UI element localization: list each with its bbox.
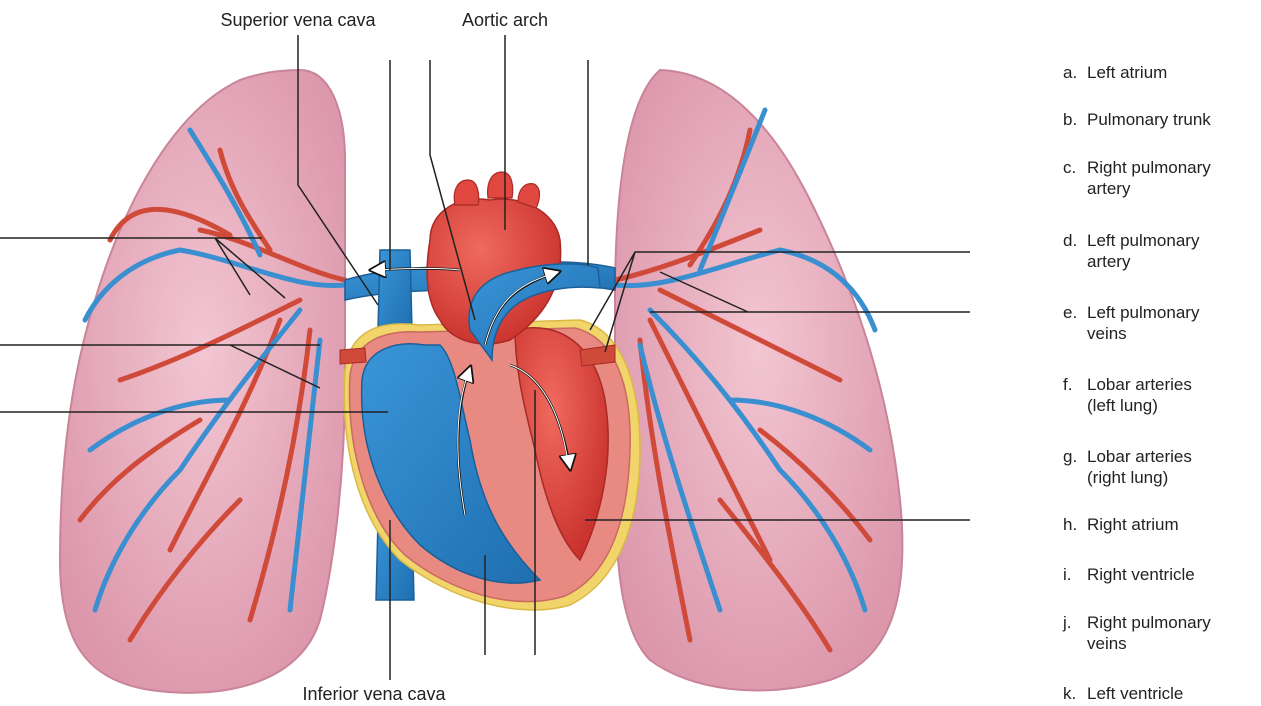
key-item-k: k. Left ventricle <box>1063 683 1259 704</box>
label-superior-vena-cava: Superior vena cava <box>220 10 376 30</box>
key-letter: d. <box>1063 230 1087 272</box>
key-text: Pulmonary trunk <box>1087 109 1259 130</box>
superior-vena-cava <box>378 250 412 330</box>
key-item-h: h. Right atrium <box>1063 514 1259 535</box>
key-letter: e. <box>1063 302 1087 344</box>
key-text: Lobar arteries(right lung) <box>1087 446 1259 488</box>
key-letter: i. <box>1063 564 1087 585</box>
key-text: Lobar arteries(left lung) <box>1087 374 1259 416</box>
key-letter: g. <box>1063 446 1087 488</box>
label-aortic-arch: Aortic arch <box>462 10 548 30</box>
key-letter: h. <box>1063 514 1087 535</box>
key-text: Right ventricle <box>1087 564 1259 585</box>
answer-key: a. Left atrium b. Pulmonary trunk c. Rig… <box>1063 0 1261 706</box>
key-letter: f. <box>1063 374 1087 416</box>
key-text: Right atrium <box>1087 514 1259 535</box>
key-text: Left atrium <box>1087 62 1259 83</box>
key-letter: a. <box>1063 62 1087 83</box>
key-item-a: a. Left atrium <box>1063 62 1259 83</box>
key-item-i: i. Right ventricle <box>1063 564 1259 585</box>
key-letter: j. <box>1063 612 1087 654</box>
key-item-b: b. Pulmonary trunk <box>1063 109 1259 130</box>
key-letter: b. <box>1063 109 1087 130</box>
key-letter: k. <box>1063 683 1087 704</box>
key-text: Left ventricle <box>1087 683 1259 704</box>
key-letter: c. <box>1063 157 1087 199</box>
label-inferior-vena-cava: Inferior vena cava <box>302 684 446 704</box>
key-item-g: g. Lobar arteries(right lung) <box>1063 446 1259 488</box>
key-item-f: f. Lobar arteries(left lung) <box>1063 374 1259 416</box>
